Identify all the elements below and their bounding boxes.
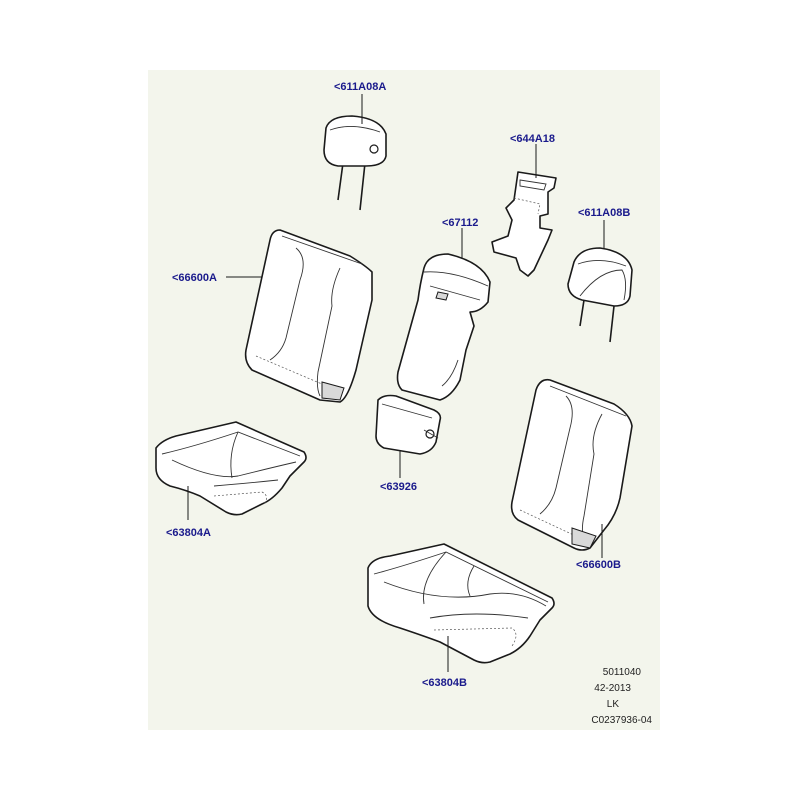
info-line-4: C0237936-04 bbox=[591, 715, 652, 726]
callout-63804A[interactable]: <63804A bbox=[166, 527, 211, 539]
callout-67112[interactable]: <67112 bbox=[442, 217, 478, 229]
seat-back-a-part[interactable] bbox=[244, 229, 373, 403]
callout-66600B[interactable]: <66600B bbox=[576, 559, 621, 571]
callout-66600A[interactable]: <66600A bbox=[172, 272, 217, 284]
callout-63804B[interactable]: <63804B bbox=[422, 677, 467, 689]
seat-back-b-part[interactable] bbox=[510, 378, 633, 551]
info-line-2: 42-2013 bbox=[594, 683, 631, 694]
info-line-3: LK bbox=[607, 699, 620, 710]
armrest-part[interactable] bbox=[396, 253, 491, 401]
callout-644A18[interactable]: <644A18 bbox=[510, 133, 555, 145]
headrest-a-part[interactable] bbox=[323, 115, 387, 211]
drawing-info-block: 5011040 42-2013 LK C0237936-04 bbox=[591, 667, 652, 726]
armrest-cover-part[interactable] bbox=[375, 394, 442, 455]
callout-611A08A[interactable]: <611A08A bbox=[334, 81, 386, 93]
info-line-1: 5011040 bbox=[603, 667, 642, 678]
callout-611A08B[interactable]: <611A08B bbox=[578, 207, 630, 219]
callout-63926[interactable]: <63926 bbox=[380, 481, 417, 493]
headrest-b-part[interactable] bbox=[567, 247, 633, 343]
seat-cushion-a-part[interactable] bbox=[155, 421, 307, 516]
seat-cushion-b-part[interactable] bbox=[367, 543, 555, 664]
cover-frame-part[interactable] bbox=[491, 171, 557, 277]
